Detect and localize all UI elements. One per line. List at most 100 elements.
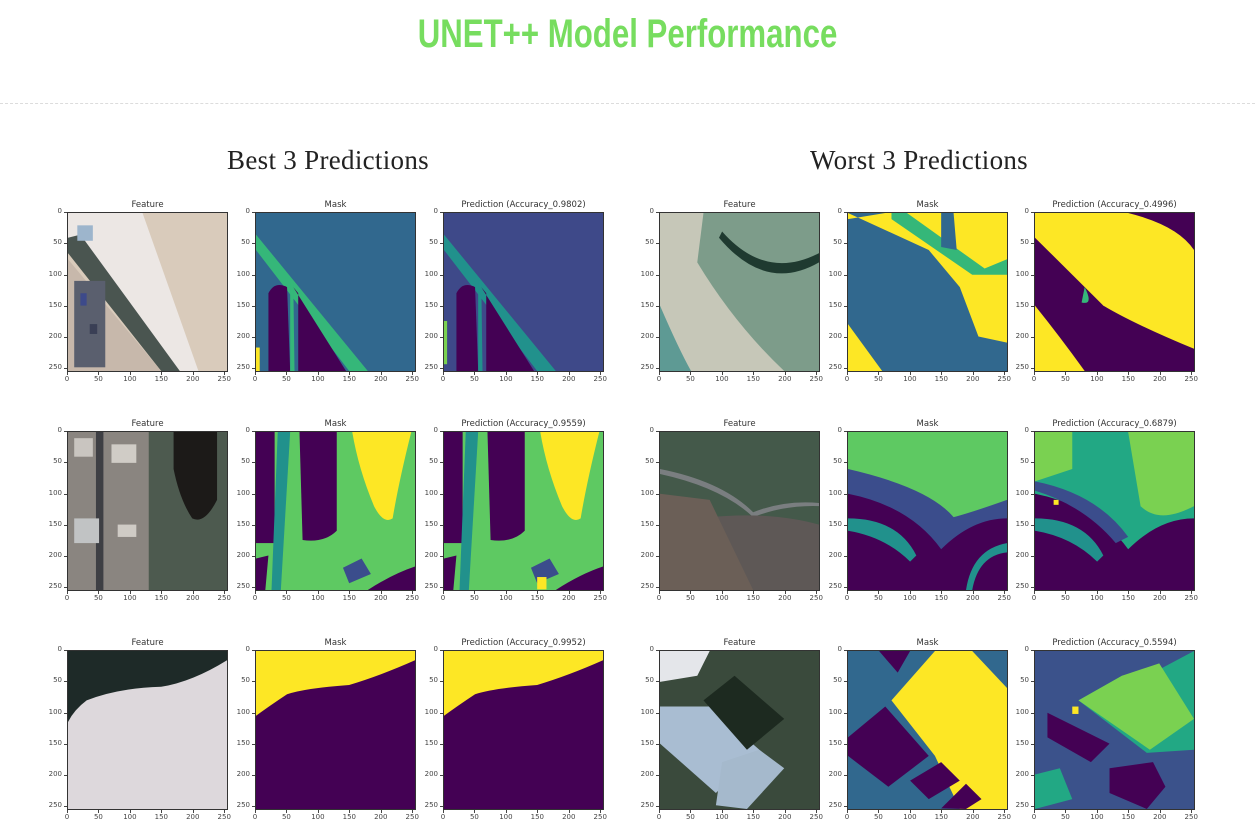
x-tick-mark: [753, 591, 755, 594]
y-tick-label: 150: [828, 738, 842, 747]
x-tick-mark: [784, 810, 786, 813]
x-tick-mark: [129, 372, 131, 375]
y-tick-mark: [844, 462, 847, 464]
x-tick-label: 200: [1153, 375, 1167, 383]
y-tick-label: 50: [833, 457, 842, 466]
x-tick-mark: [1191, 591, 1193, 594]
y-tick-label: 200: [236, 332, 250, 340]
x-tick-mark: [690, 372, 692, 375]
x-tick-mark: [1128, 591, 1130, 594]
x-tick-mark: [192, 591, 194, 594]
x-tick-mark: [941, 372, 943, 375]
y-tick-label: 250: [828, 801, 842, 810]
x-tick-mark: [412, 591, 414, 594]
feature-panel-title: Feature: [723, 419, 756, 429]
y-tick-label: 100: [236, 269, 250, 278]
feature-image: [659, 431, 820, 591]
y-tick-mark: [440, 712, 443, 714]
y-tick-mark: [844, 524, 847, 526]
x-tick-label: 100: [311, 375, 325, 383]
y-tick-mark: [656, 368, 659, 370]
mask-panel-title: Mask: [324, 638, 347, 648]
y-tick-mark: [844, 493, 847, 495]
x-tick-label: 250: [593, 594, 607, 602]
x-tick-mark: [224, 591, 226, 594]
x-tick-mark: [659, 591, 660, 594]
x-tick-mark: [753, 810, 755, 813]
y-tick-mark: [440, 743, 443, 745]
x-tick-mark: [1034, 591, 1035, 594]
x-tick-label: 200: [562, 813, 576, 821]
y-tick-mark: [252, 806, 255, 808]
y-tick-label: 150: [48, 519, 62, 528]
x-tick-mark: [847, 810, 848, 813]
y-tick-label: 250: [424, 363, 438, 372]
y-tick-label: 50: [1020, 238, 1029, 247]
y-tick-label: 200: [640, 770, 654, 778]
x-tick-mark: [349, 372, 351, 375]
y-tick-label: 0: [649, 645, 654, 653]
x-tick-label: 50: [469, 594, 479, 602]
y-tick-label: 100: [640, 269, 654, 278]
y-tick-mark: [252, 681, 255, 683]
x-tick-mark: [721, 810, 723, 813]
x-tick-label: 50: [685, 813, 695, 821]
x-tick-label: 200: [186, 813, 200, 821]
y-tick-mark: [440, 431, 443, 432]
x-tick-label: 100: [1090, 375, 1104, 383]
y-tick-label: 150: [48, 738, 62, 747]
x-tick-label: 0: [252, 813, 258, 821]
feature-panel-title: Feature: [723, 200, 756, 210]
y-tick-mark: [252, 243, 255, 245]
x-tick-mark: [380, 372, 382, 375]
y-tick-label: 50: [1020, 457, 1029, 466]
y-tick-label: 0: [649, 426, 654, 434]
x-tick-mark: [380, 810, 382, 813]
mask-image: [255, 650, 416, 810]
y-tick-label: 250: [640, 801, 654, 810]
y-tick-label: 0: [245, 426, 250, 434]
x-tick-mark: [537, 591, 539, 594]
y-tick-mark: [1031, 806, 1034, 808]
x-tick-mark: [1065, 372, 1067, 375]
y-tick-label: 150: [828, 300, 842, 309]
y-tick-label: 50: [833, 676, 842, 685]
x-tick-label: 150: [1121, 375, 1136, 383]
y-tick-mark: [844, 305, 847, 307]
x-tick-mark: [972, 810, 974, 813]
x-tick-mark: [505, 591, 507, 594]
x-tick-label: 100: [123, 813, 137, 821]
x-tick-label: 150: [934, 375, 949, 383]
y-tick-mark: [844, 368, 847, 370]
x-tick-mark: [816, 810, 818, 813]
y-tick-mark: [440, 681, 443, 683]
y-tick-mark: [1031, 524, 1034, 526]
x-tick-mark: [443, 372, 444, 375]
x-tick-label: 50: [1060, 594, 1070, 602]
x-tick-mark: [443, 810, 444, 813]
y-tick-label: 100: [424, 269, 438, 278]
y-tick-label: 250: [48, 582, 62, 591]
y-tick-label: 0: [837, 645, 842, 653]
prediction-panel-title: Prediction (Accuracy_0.9559): [461, 419, 586, 429]
x-tick-label: 50: [281, 375, 291, 383]
x-tick-mark: [600, 372, 602, 375]
x-tick-mark: [98, 810, 100, 813]
y-tick-label: 50: [53, 457, 62, 466]
x-tick-label: 150: [934, 813, 949, 821]
y-tick-mark: [64, 274, 67, 276]
x-tick-label: 250: [809, 813, 823, 821]
x-tick-label: 50: [685, 375, 695, 383]
y-tick-label: 150: [236, 519, 250, 528]
y-tick-label: 150: [640, 519, 654, 528]
y-tick-label: 250: [48, 363, 62, 372]
y-tick-label: 50: [241, 457, 250, 466]
x-tick-mark: [972, 372, 974, 375]
x-tick-label: 150: [746, 375, 761, 383]
x-tick-mark: [816, 372, 818, 375]
x-tick-label: 0: [656, 813, 662, 821]
x-tick-mark: [1096, 810, 1098, 813]
y-tick-mark: [656, 524, 659, 526]
x-tick-mark: [474, 591, 476, 594]
x-tick-mark: [784, 372, 786, 375]
